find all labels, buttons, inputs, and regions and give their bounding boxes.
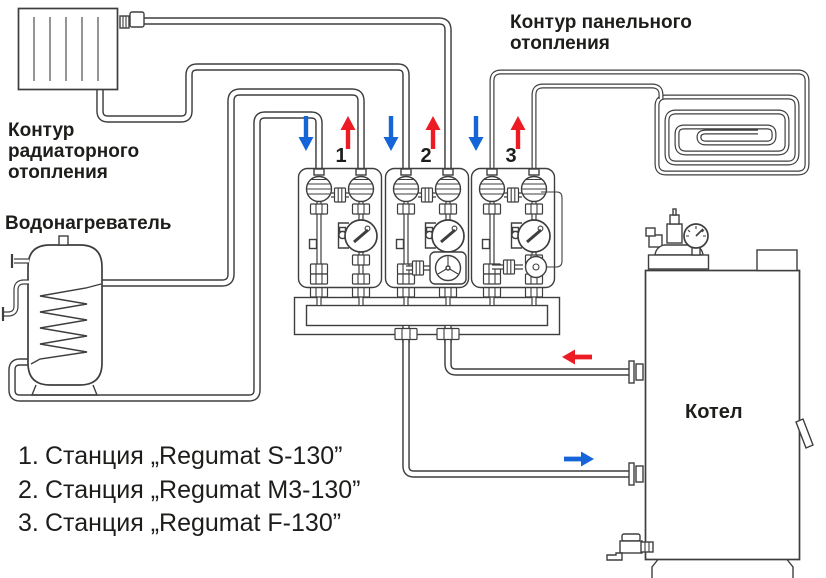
manifold-station-stubs	[309, 286, 544, 305]
boiler	[606, 208, 814, 578]
legend-item-2: 2.Станция „Regumat M3-130”	[18, 475, 361, 504]
flow-arrows	[298, 116, 594, 467]
radiator-circuit-label: Контур радиаторного отопления	[8, 120, 140, 183]
supply-arrow-station-3	[510, 116, 526, 149]
station-2-marker: 2	[420, 145, 432, 167]
three-way-mixing-valve	[406, 251, 467, 285]
drain-valve	[606, 533, 654, 561]
heater-top-nipple	[58, 235, 69, 246]
manifold-outlets	[394, 326, 460, 343]
panel-circuit-label: Контур панельного отопления	[510, 12, 692, 54]
boiler-lever	[795, 418, 814, 449]
radiator-valve	[119, 11, 145, 29]
legend-item-1: 1.Станция „Regumat S-130”	[18, 442, 343, 470]
pressure-gauge	[683, 223, 709, 249]
boiler-return-arrow	[564, 451, 594, 467]
legend-item-3: 3.Станция „Regumat F-130”	[18, 509, 342, 537]
boiler-supply-arrow	[562, 349, 592, 365]
pump-station-1	[299, 169, 382, 288]
fixed-value-controller	[492, 191, 563, 279]
heater-base	[30, 384, 99, 396]
return-arrow-station-1	[298, 116, 314, 151]
pipework	[8, 17, 810, 478]
heat-exchanger-coil	[30, 283, 102, 365]
legend: 1.Станция „Regumat S-130” 2.Станция „Reg…	[18, 440, 361, 541]
return-arrow-station-3	[468, 116, 484, 151]
supply-arrow-station-2	[425, 116, 441, 149]
supply-arrow-station-1	[340, 116, 356, 149]
water-heater-label: Водонагреватель	[5, 213, 172, 234]
air-vent	[666, 223, 683, 244]
return-arrow-station-2	[383, 116, 399, 151]
station-1-marker: 1	[335, 145, 347, 167]
water-heater	[1, 235, 103, 396]
safety-group	[645, 208, 710, 270]
station-3-marker: 3	[505, 145, 517, 167]
boiler-flanges	[628, 360, 644, 486]
boiler-label: Котел	[685, 401, 743, 423]
radiator	[17, 7, 145, 91]
boiler-top-box	[756, 249, 798, 272]
manifold	[293, 286, 561, 343]
